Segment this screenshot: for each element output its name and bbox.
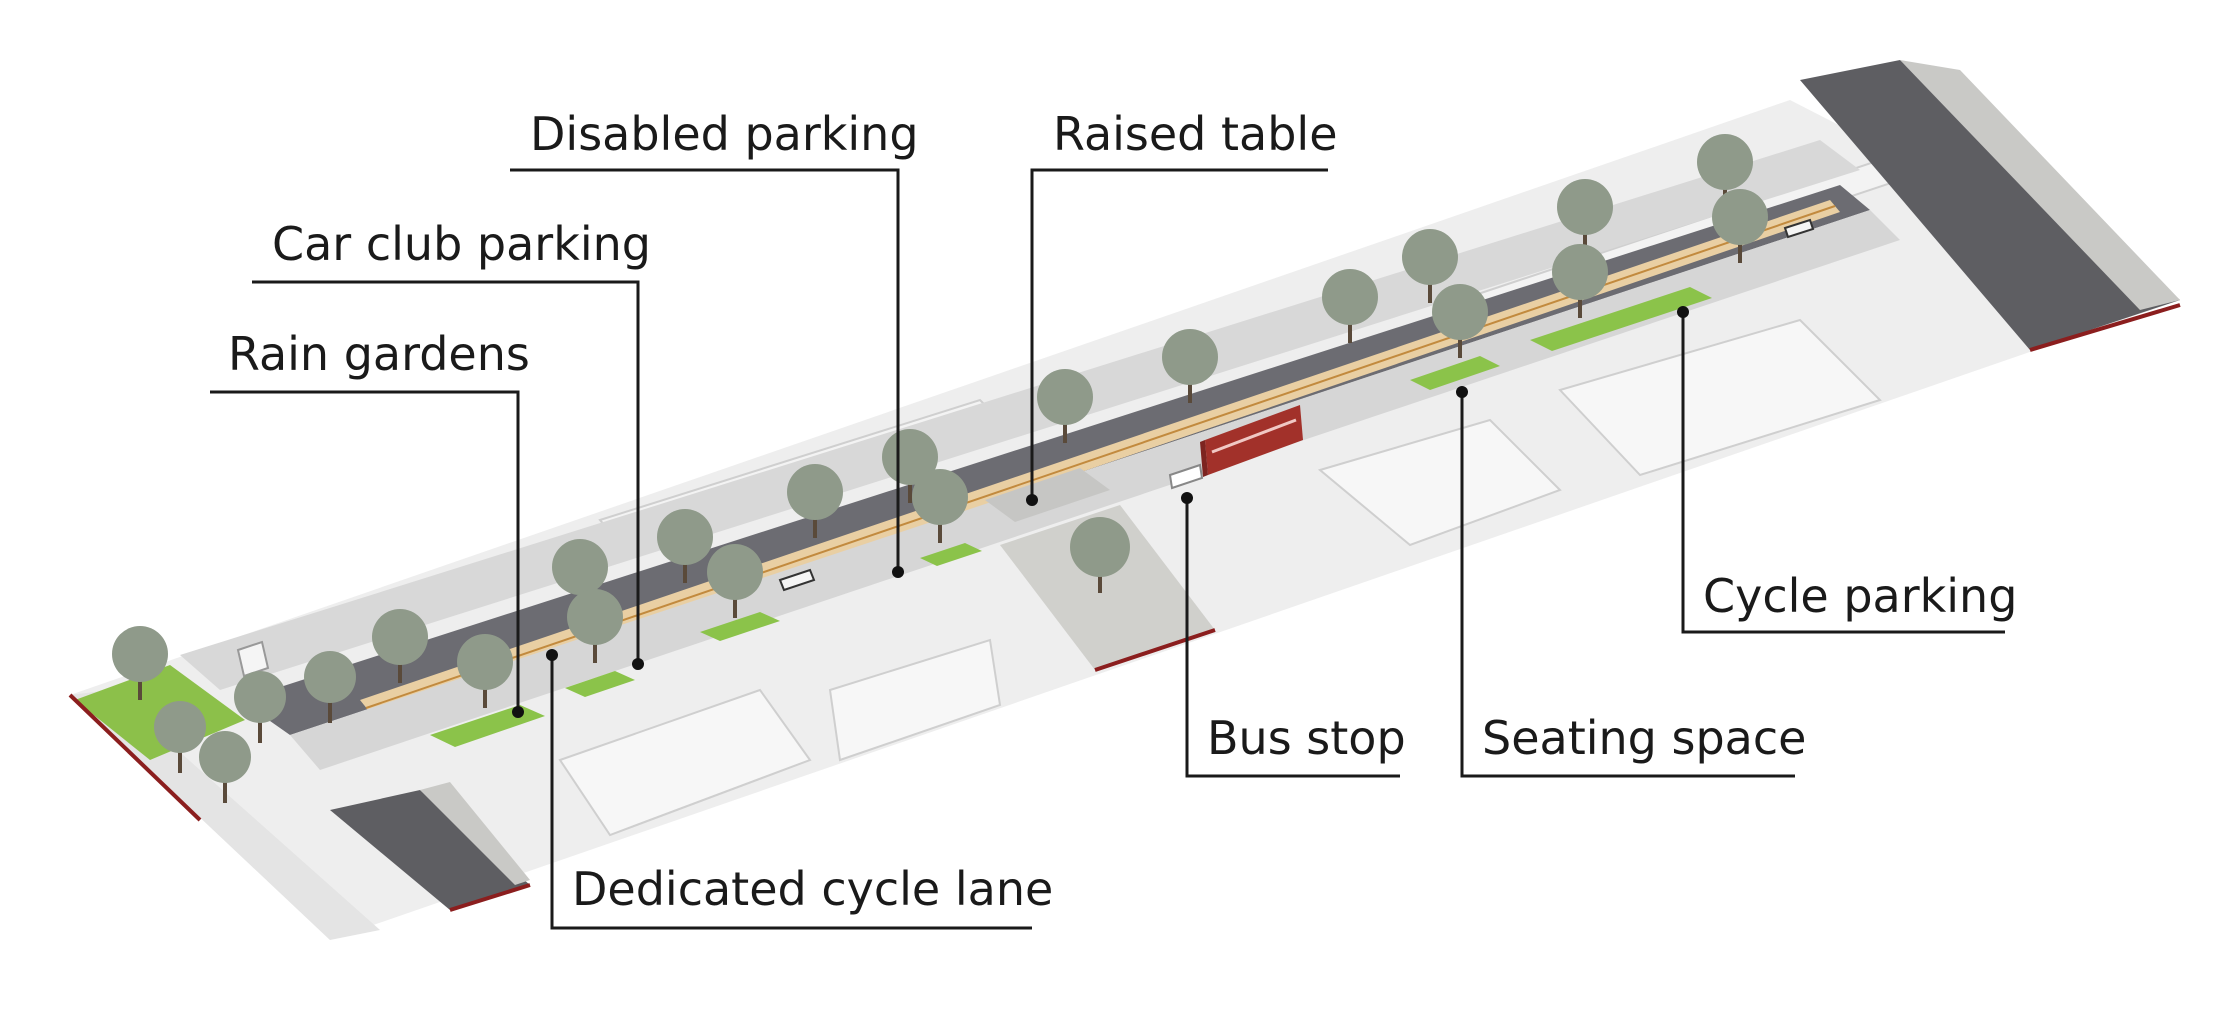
street-trees: [112, 134, 1768, 803]
leader-line: [1030, 168, 1328, 498]
tree: [657, 509, 713, 583]
leader-line: [1460, 392, 1795, 778]
callout-bus-stop: Bus stop: [1181, 492, 1406, 778]
label-bus-stop: Bus stop: [1207, 711, 1406, 765]
label-dedicated-cycle-lane: Dedicated cycle lane: [572, 862, 1053, 916]
leader-dot: [632, 658, 644, 670]
tree: [112, 626, 168, 700]
label-cycle-parking: Cycle parking: [1703, 569, 2017, 623]
tree: [154, 701, 206, 773]
label-raised-table: Raised table: [1053, 107, 1338, 161]
tree: [304, 651, 356, 723]
callout-rain-gardens: Rain gardens: [210, 327, 530, 718]
leader-dot: [546, 649, 558, 661]
callout-dedicated-cycle-lane: Dedicated cycle lane: [546, 649, 1053, 930]
tree: [882, 429, 938, 503]
callout-seating-space: Seating space: [1456, 386, 1806, 778]
tree: [1322, 269, 1378, 343]
kiosk: [236, 640, 270, 678]
label-seating-space: Seating space: [1482, 711, 1806, 765]
leader-line: [510, 168, 900, 570]
label-disabled-parking: Disabled parking: [530, 107, 919, 161]
tree: [787, 464, 843, 538]
leader-dot: [1026, 494, 1038, 506]
callout-raised-table: Raised table: [1026, 107, 1338, 506]
tree: [707, 544, 763, 618]
leader-dot: [1456, 386, 1468, 398]
callout-cycle-parking: Cycle parking: [1677, 306, 2017, 634]
tree: [457, 634, 513, 708]
tree: [1712, 189, 1768, 263]
tree: [1162, 329, 1218, 403]
label-car-club-parking: Car club parking: [272, 217, 651, 271]
tree: [567, 589, 623, 663]
tree: [1552, 244, 1608, 318]
leader-dot: [1181, 492, 1193, 504]
bus: [1200, 405, 1303, 477]
tree: [912, 469, 968, 543]
callout-disabled-parking: Disabled parking: [510, 107, 919, 578]
tree: [1070, 517, 1130, 593]
side-road-west: [330, 782, 531, 912]
tree: [234, 671, 286, 743]
raised-table: [985, 468, 1110, 522]
tree: [1402, 229, 1458, 303]
leader-line: [1185, 498, 1400, 778]
leader-line: [550, 655, 1032, 930]
tree: [199, 731, 251, 803]
callout-car-club-parking: Car club parking: [252, 217, 651, 670]
label-rain-gardens: Rain gardens: [228, 327, 530, 381]
tree: [1432, 284, 1488, 358]
tree: [372, 609, 428, 683]
leader-dot: [892, 566, 904, 578]
leader-dot: [1677, 306, 1689, 318]
leader-line: [252, 280, 640, 662]
tree: [1037, 369, 1093, 443]
pocket-plaza: [1000, 505, 1216, 672]
leader-line: [210, 390, 520, 710]
side-road-east: [1800, 60, 2181, 352]
cars: [778, 218, 1815, 592]
bus-shelter: [1168, 463, 1204, 490]
leader-line: [1681, 312, 2005, 634]
leader-dot: [512, 706, 524, 718]
